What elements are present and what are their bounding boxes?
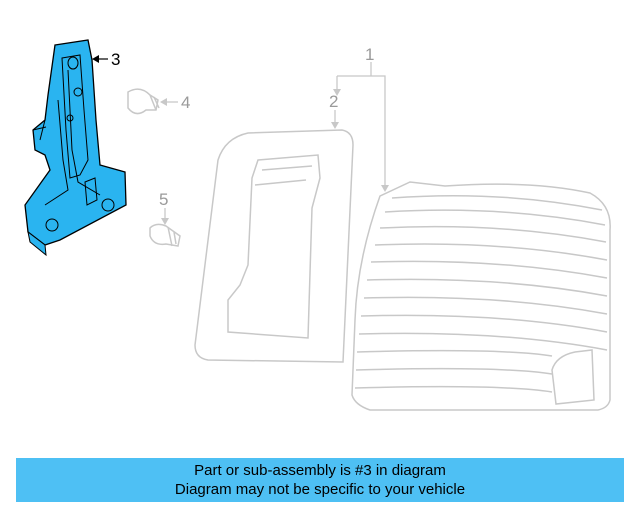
- disclaimer-banner: Part or sub-assembly is #3 in diagram Di…: [16, 458, 624, 502]
- callout-2: 2: [329, 92, 338, 111]
- part-3-bulb-socket[interactable]: [24, 39, 127, 257]
- part-2-gasket[interactable]: [194, 129, 354, 363]
- callout-4-arrowhead: [160, 98, 167, 106]
- callout-3-arrowhead: [92, 55, 99, 63]
- part-4-bulb[interactable]: [127, 88, 160, 115]
- banner-line-1: Part or sub-assembly is #3 in diagram: [194, 462, 446, 479]
- callout-1: 1: [365, 45, 374, 64]
- callout-5: 5: [159, 190, 168, 209]
- callout-1-bracket: [337, 75, 386, 186]
- callout-5-arrowhead: [161, 218, 169, 225]
- part-5-bulb[interactable]: [149, 223, 181, 247]
- banner-line-2: Diagram may not be specific to your vehi…: [174, 481, 466, 498]
- callout-1-arrowhead-right: [381, 185, 389, 192]
- callout-3: 3: [111, 50, 120, 69]
- callout-2-arrowhead: [331, 122, 339, 129]
- part-1-tail-lamp-assembly[interactable]: [351, 181, 611, 411]
- callout-4: 4: [181, 93, 190, 112]
- callout-1-arrowhead-left: [333, 89, 341, 96]
